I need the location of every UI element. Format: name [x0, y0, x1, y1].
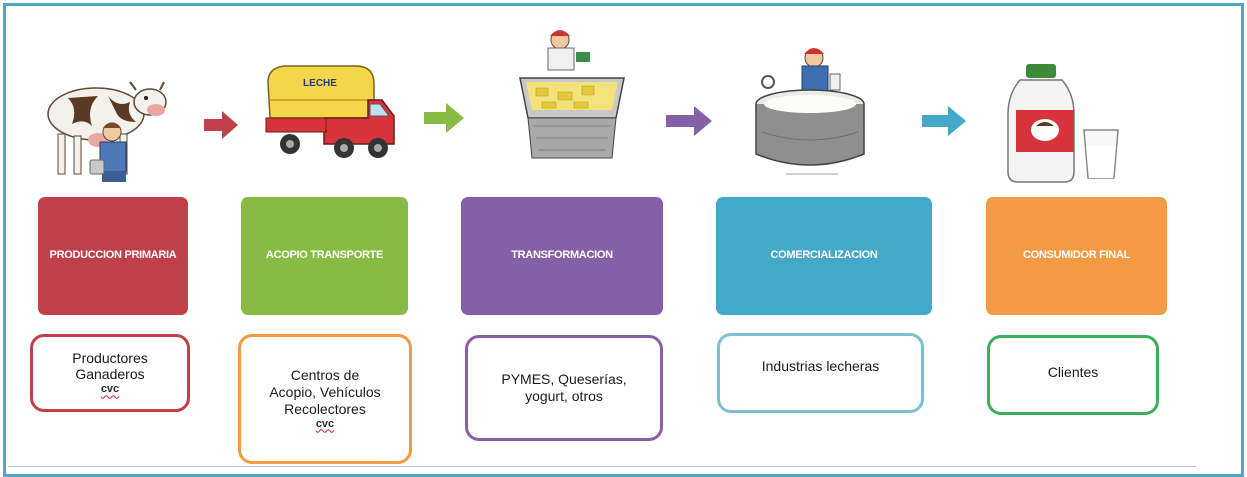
stage-box-produccion-primaria: PRODUCCION PRIMARIA	[38, 197, 188, 315]
actor-box-pymes: PYMES, Queserías, yogurt, otros	[465, 335, 663, 441]
stage-label: PRODUCCION PRIMARIA	[49, 249, 177, 262]
actor-text-line: Clientes	[1047, 363, 1099, 380]
flow-arrow-4	[922, 106, 966, 136]
actor-box-centros-acopio: Centros de Acopio, Vehículos Recolectore…	[238, 334, 412, 464]
stage-box-acopio-transporte: ACOPIO TRANSPORTE	[241, 197, 408, 315]
actor-box-productores: Productores Ganaderos cvc	[30, 334, 190, 412]
cow-milking-illustration	[47, 81, 167, 182]
actor-text-line: Recolectores	[284, 400, 366, 417]
stage-box-transformacion: TRANSFORMACION	[461, 197, 663, 315]
actor-note: cvc	[315, 417, 335, 430]
actor-text-line: PYMES, Queserías,	[501, 371, 627, 388]
actor-note: cvc	[100, 383, 120, 396]
stage-label: TRANSFORMACION	[511, 249, 613, 262]
actor-text-line: Industrias lecheras	[761, 357, 880, 374]
flow-arrow-3	[666, 106, 712, 136]
stage-label: CONSUMIDOR FINAL	[1022, 249, 1131, 262]
actor-text-line: Acopio, Vehículos	[269, 384, 381, 400]
stage-label: COMERCIALIZACION	[770, 249, 878, 262]
milk-bottle-illustration	[1007, 64, 1119, 183]
actor-text-line: Centros de	[290, 367, 360, 384]
actor-text-line: yogurt, otros	[525, 388, 603, 404]
stage-box-consumidor-final: CONSUMIDOR FINAL	[986, 197, 1167, 315]
cheese-vat-illustration	[519, 30, 625, 159]
actor-text-line: Ganaderos	[75, 366, 145, 383]
bottom-divider	[8, 466, 1196, 467]
actor-box-industrias: Industrias lecheras	[717, 333, 924, 413]
truck-sign: LECHE	[303, 78, 337, 89]
flow-arrow-2	[424, 103, 464, 133]
stage-label: ACOPIO TRANSPORTE	[265, 249, 384, 262]
flow-arrow-1	[204, 111, 238, 139]
actor-box-clientes: Clientes	[987, 335, 1159, 415]
stage-box-comercializacion: COMERCIALIZACION	[716, 197, 932, 315]
actor-text-line: Productores	[72, 349, 148, 366]
milk-truck-illustration: LECHE	[265, 65, 395, 158]
milk-tank-illustration	[755, 48, 865, 175]
